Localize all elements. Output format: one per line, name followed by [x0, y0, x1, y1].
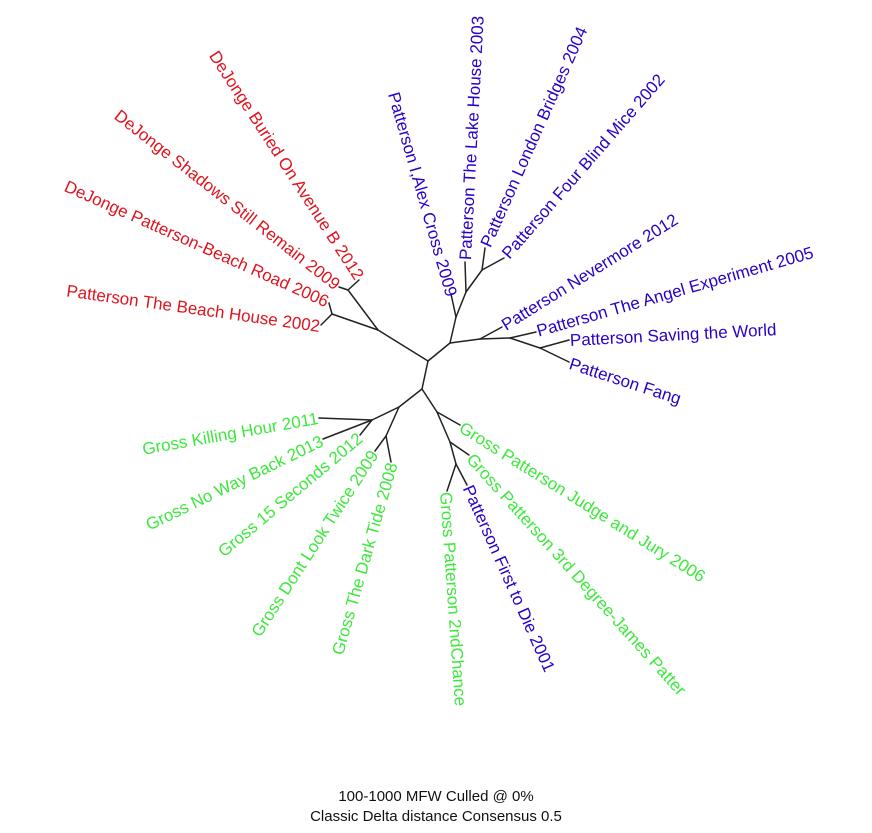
branch [509, 337, 541, 349]
branch [328, 302, 333, 315]
branch [481, 247, 486, 271]
branch [427, 342, 451, 362]
branch [479, 337, 511, 340]
leaf-label-fang: Patterson Fang [567, 354, 683, 408]
branch [347, 289, 379, 331]
branch [359, 419, 373, 436]
branch [509, 331, 537, 339]
branch [421, 388, 438, 413]
branch [338, 286, 349, 291]
branch [436, 411, 461, 426]
caption-line-1: 100-1000 MFW Culled @ 0% [338, 788, 534, 805]
leaf-label-saving: Patterson Saving the World [570, 320, 777, 350]
branch [320, 313, 333, 326]
leaf-label-alex: Patterson I,Alex Cross 2009 [384, 90, 461, 299]
branch [539, 347, 570, 363]
branch [455, 463, 468, 486]
branch [421, 360, 429, 390]
branch [481, 257, 505, 271]
branch [449, 338, 481, 344]
caption-line-2: Classic Delta distance Consensus 0.5 [310, 808, 562, 825]
branch [479, 326, 503, 340]
branch [347, 279, 360, 291]
branch [385, 406, 400, 437]
branch [449, 316, 457, 344]
branch [318, 417, 373, 421]
branch [436, 411, 451, 443]
leaf-labels: Patterson I,Alex Cross 2009 Patterson Th… [61, 15, 815, 706]
branch [371, 406, 400, 421]
branch [377, 329, 429, 362]
branch [449, 441, 470, 456]
branch [385, 435, 392, 463]
branch [322, 419, 373, 440]
branch [331, 313, 379, 331]
branch [455, 291, 467, 318]
branch [539, 339, 570, 349]
branch [398, 388, 423, 408]
tree-branches [318, 247, 570, 492]
branch [374, 435, 387, 452]
branch [450, 293, 457, 318]
branch [449, 441, 457, 465]
leaf-label-second: Gross Patterson 2ndChance [436, 491, 470, 706]
leaf-label-lake: Patterson The Lake House 2003 [456, 15, 488, 260]
branch [465, 269, 483, 293]
branch [464, 261, 467, 293]
branch [446, 463, 457, 492]
